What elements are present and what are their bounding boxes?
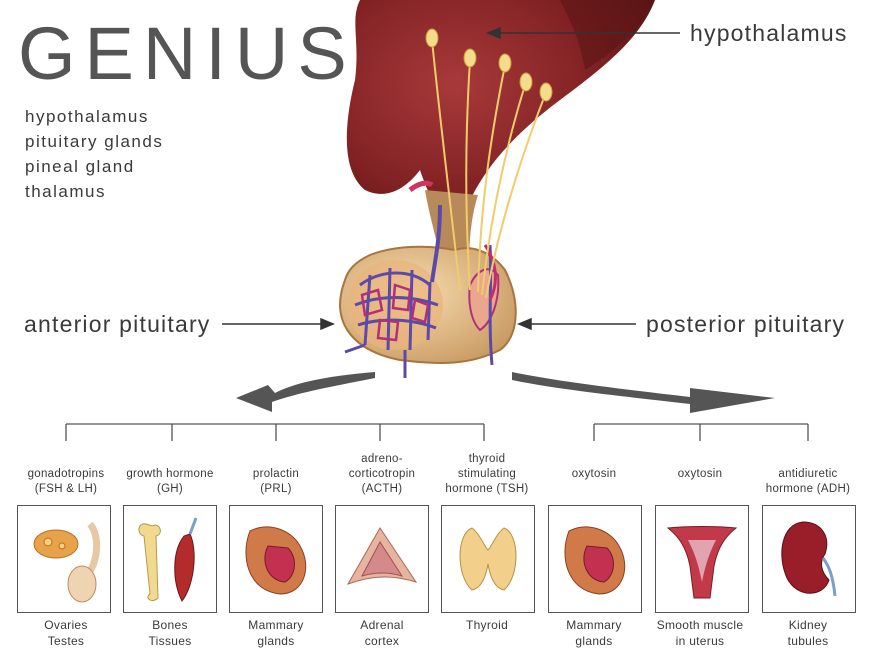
target-line: Adrenal <box>328 617 436 633</box>
hormone-name-tsh: thyroid stimulating hormone (TSH) <box>433 452 541 497</box>
target-line: Tissues <box>116 633 224 649</box>
target-label-thyroid: Thyroid <box>433 617 541 633</box>
subtitle-item: pineal gland <box>25 154 163 179</box>
hormone-line: oxytosin <box>540 467 648 482</box>
hormone-line: hormone (TSH) <box>433 482 541 497</box>
mammary-gland-icon <box>230 506 322 612</box>
card-kidney <box>762 505 856 613</box>
target-line: Ovaries <box>12 617 120 633</box>
hormone-line: thyroid <box>433 452 541 467</box>
hormone-name-acth: adreno- corticotropin (ACTH) <box>328 452 436 497</box>
target-label-bones-tissues: Bones Tissues <box>116 617 224 649</box>
target-line: Smooth muscle <box>646 617 754 633</box>
target-label-mammary-1: Mammary glands <box>222 617 330 649</box>
target-line: tubules <box>754 633 862 649</box>
hormone-line: (PRL) <box>222 482 330 497</box>
card-thyroid <box>441 505 535 613</box>
adrenal-gland-icon <box>336 506 428 612</box>
uterus-icon <box>656 506 748 612</box>
hormone-name-adh: antidiuretic hormone (ADH) <box>754 467 862 497</box>
hormone-line: (GH) <box>116 482 224 497</box>
subtitle-item: hypothalamus <box>25 104 163 129</box>
ovary-testis-icon <box>18 506 110 612</box>
subtitle-list: hypothalamus pituitary glands pineal gla… <box>25 104 163 204</box>
card-ovaries-testes <box>17 505 111 613</box>
hormone-name-gh: growth hormone (GH) <box>116 467 224 497</box>
card-uterus <box>655 505 749 613</box>
hormone-line: gonadotropins <box>12 467 120 482</box>
anterior-pituitary-label: anterior pituitary <box>24 311 211 338</box>
bone-muscle-icon <box>124 506 216 612</box>
target-line: cortex <box>328 633 436 649</box>
page-title: GENIUS <box>18 14 356 94</box>
hormone-line: prolactin <box>222 467 330 482</box>
hormone-line: (ACTH) <box>328 482 436 497</box>
hormone-line: hormone (ADH) <box>754 482 862 497</box>
target-line: glands <box>540 633 648 649</box>
target-line: Testes <box>12 633 120 649</box>
left-curved-arrow <box>236 372 375 412</box>
hypothalamus-label: hypothalamus <box>690 20 848 47</box>
target-line: in uterus <box>646 633 754 649</box>
card-adrenal <box>335 505 429 613</box>
target-line: Mammary <box>222 617 330 633</box>
target-label-ovaries-testes: Ovaries Testes <box>12 617 120 649</box>
mammary-gland-icon <box>549 506 641 612</box>
hormone-line: (FSH & LH) <box>12 482 120 497</box>
hormone-line: antidiuretic <box>754 467 862 482</box>
kidney-icon <box>763 506 855 612</box>
target-line: Kidney <box>754 617 862 633</box>
target-label-adrenal: Adrenal cortex <box>328 617 436 649</box>
target-line: Bones <box>116 617 224 633</box>
subtitle-item: thalamus <box>25 179 163 204</box>
hormone-line: corticotropin <box>328 467 436 482</box>
target-label-mammary-2: Mammary glands <box>540 617 648 649</box>
hormone-line: growth hormone <box>116 467 224 482</box>
hormone-line: adreno- <box>328 452 436 467</box>
card-mammary-1 <box>229 505 323 613</box>
hormone-name-prl: prolactin (PRL) <box>222 467 330 497</box>
card-mammary-2 <box>548 505 642 613</box>
right-curved-arrow <box>512 372 775 413</box>
target-label-kidney: Kidney tubules <box>754 617 862 649</box>
hormone-name-oxytosin-1: oxytosin <box>540 467 648 482</box>
hormone-line: stimulating <box>433 467 541 482</box>
target-line: Thyroid <box>433 617 541 633</box>
card-bones-tissues <box>123 505 217 613</box>
target-line: glands <box>222 633 330 649</box>
subtitle-item: pituitary glands <box>25 129 163 154</box>
thyroid-icon <box>442 506 534 612</box>
posterior-pituitary-label: posterior pituitary <box>646 311 845 338</box>
hormone-line: oxytosin <box>646 467 754 482</box>
hormone-name-oxytosin-2: oxytosin <box>646 467 754 482</box>
target-label-uterus: Smooth muscle in uterus <box>646 617 754 649</box>
hormone-name-gonadotropins: gonadotropins (FSH & LH) <box>12 467 120 497</box>
target-line: Mammary <box>540 617 648 633</box>
